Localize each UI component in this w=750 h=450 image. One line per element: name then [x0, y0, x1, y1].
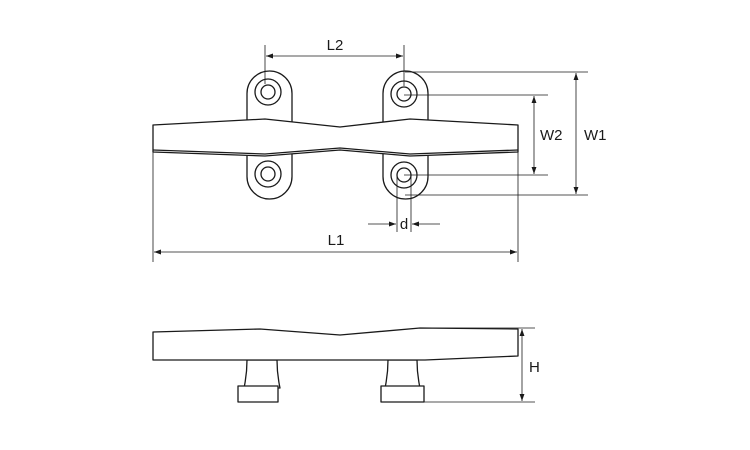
dimension-w1: W1: [405, 71, 607, 196]
label-w2: W2: [540, 127, 563, 144]
dimension-w2: W2: [404, 94, 563, 176]
bolt-hole-top-left: [254, 78, 282, 106]
right-stem: [384, 359, 421, 389]
label-w1: W1: [584, 127, 607, 144]
bolt-hole-top-right: [390, 80, 418, 108]
dimension-d: d: [368, 175, 440, 233]
label-d: d: [400, 216, 408, 233]
bolt-hole-bottom-left: [254, 160, 282, 188]
right-base: [380, 385, 425, 403]
dimension-h: H: [420, 327, 540, 403]
label-l2: L2: [327, 37, 344, 54]
cleat-body-inner-edge: [152, 147, 519, 155]
bolt-hole-bottom-right: [390, 161, 418, 189]
cleat-body: [152, 118, 519, 157]
dimension-l1: L1: [152, 152, 519, 262]
top-view: L2 L1 W1 W2 d: [152, 37, 607, 262]
left-base: [237, 385, 279, 403]
left-stem: [243, 359, 281, 389]
side-view: H: [152, 327, 540, 403]
label-h: H: [529, 359, 540, 376]
dimension-l2: L2: [264, 37, 405, 86]
side-body: [152, 327, 519, 361]
label-l1: L1: [328, 232, 345, 249]
